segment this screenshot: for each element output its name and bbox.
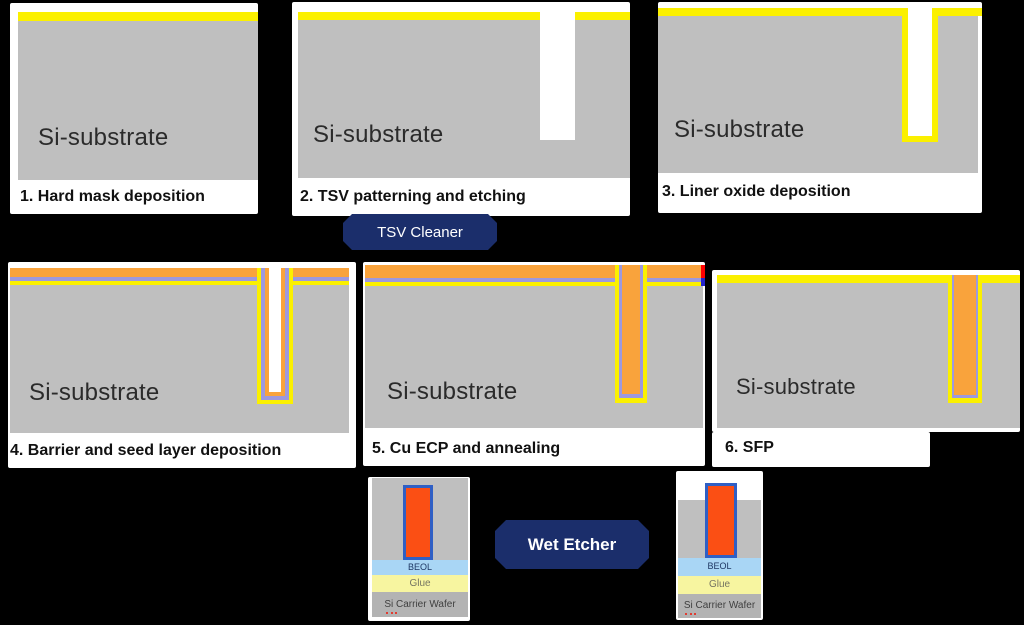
barrier-layer bbox=[10, 277, 349, 281]
substrate-label: Si-substrate bbox=[387, 378, 518, 405]
step-caption: 2. TSV patterning and etching bbox=[300, 188, 526, 205]
edge-artifact-blue bbox=[701, 278, 705, 286]
si-substrate-block bbox=[10, 285, 349, 433]
substrate-label: Si-substrate bbox=[38, 124, 169, 151]
tsv-via bbox=[403, 485, 433, 560]
oxide-lined-trench bbox=[902, 8, 938, 142]
glue-layer: Glue bbox=[372, 575, 468, 592]
tsv-cleaner-label: TSV Cleaner bbox=[377, 223, 463, 241]
substrate-label: Si-substrate bbox=[29, 379, 160, 406]
panel-5-card: Si-substrate 5. Cu ECP and annealing bbox=[363, 262, 705, 466]
substrate-label: Si-substrate bbox=[313, 121, 444, 148]
panel-1-card: Si-substrate 1. Hard mask deposition bbox=[10, 3, 258, 214]
substrate-label: Si-substrate bbox=[674, 116, 805, 143]
carrier-stack-inset-after: BEOL Glue Si Carrier Wafer bbox=[676, 471, 763, 620]
trench-cavity bbox=[269, 268, 281, 392]
wet-etcher-badge: Wet Etcher bbox=[495, 520, 649, 569]
glue-label: Glue bbox=[708, 579, 731, 590]
beol-layer: BEOL bbox=[372, 560, 468, 575]
spellcheck-squiggle bbox=[386, 612, 397, 614]
si-substrate-block bbox=[18, 21, 258, 180]
liner-oxide-layer bbox=[365, 282, 705, 286]
cu-overburden-layer bbox=[365, 265, 705, 278]
step-caption: 4. Barrier and seed layer deposition bbox=[10, 442, 282, 459]
step-caption: 5. Cu ECP and annealing bbox=[372, 440, 561, 457]
panel-6-caption-box: 6. SFP bbox=[712, 432, 930, 467]
carrier-wafer-layer: Si Carrier Wafer bbox=[372, 592, 468, 617]
carrier-stack-inset-before: BEOL Glue Si Carrier Wafer bbox=[368, 477, 470, 621]
glue-label: Glue bbox=[409, 578, 431, 589]
step-caption: 6. SFP bbox=[725, 439, 774, 456]
si-substrate-block bbox=[298, 20, 630, 178]
tsv-cleaner-badge: TSV Cleaner bbox=[343, 214, 497, 250]
polished-tsv bbox=[948, 275, 982, 403]
panel-2-card: Si-substrate 2. TSV patterning and etchi… bbox=[292, 2, 630, 216]
carrier-label: Si Carrier Wafer bbox=[384, 599, 456, 610]
cu-filled-trench bbox=[615, 265, 647, 403]
liner-oxide-layer bbox=[658, 8, 982, 16]
trench-cu-fill bbox=[622, 265, 640, 394]
hard-mask-layer bbox=[298, 12, 630, 20]
seed-layer bbox=[10, 268, 349, 277]
step-caption: 1. Hard mask deposition bbox=[20, 188, 205, 205]
wet-etcher-label: Wet Etcher bbox=[527, 534, 617, 554]
carrier-wafer-layer: Si Carrier Wafer bbox=[678, 594, 761, 618]
si-substrate-block bbox=[365, 286, 703, 428]
beol-layer: BEOL bbox=[678, 558, 761, 576]
trench-cu-fill bbox=[954, 275, 976, 395]
lined-trench bbox=[257, 268, 293, 404]
edge-artifact-red bbox=[701, 265, 705, 278]
step-caption: 3. Liner oxide deposition bbox=[662, 183, 851, 200]
liner-oxide-layer bbox=[10, 281, 349, 285]
panel-3-card: Si-substrate 3. Liner oxide deposition bbox=[658, 2, 982, 213]
trench-cavity bbox=[908, 8, 932, 136]
revealed-tsv-via bbox=[705, 483, 737, 558]
hard-mask-layer bbox=[18, 12, 258, 21]
etched-tsv-trench bbox=[540, 12, 575, 140]
substrate-label: Si-substrate bbox=[736, 374, 856, 399]
panel-4-card: Si-substrate 4. Barrier and seed layer d… bbox=[8, 262, 356, 468]
carrier-label: Si Carrier Wafer bbox=[683, 600, 756, 611]
spellcheck-squiggle bbox=[685, 613, 696, 615]
beol-label: BEOL bbox=[707, 561, 732, 571]
panel-6-card: Si-substrate bbox=[712, 270, 1020, 432]
barrier-layer bbox=[365, 278, 705, 282]
beol-label: BEOL bbox=[407, 562, 432, 572]
liner-oxide-layer bbox=[717, 275, 1020, 283]
glue-layer: Glue bbox=[678, 576, 761, 594]
